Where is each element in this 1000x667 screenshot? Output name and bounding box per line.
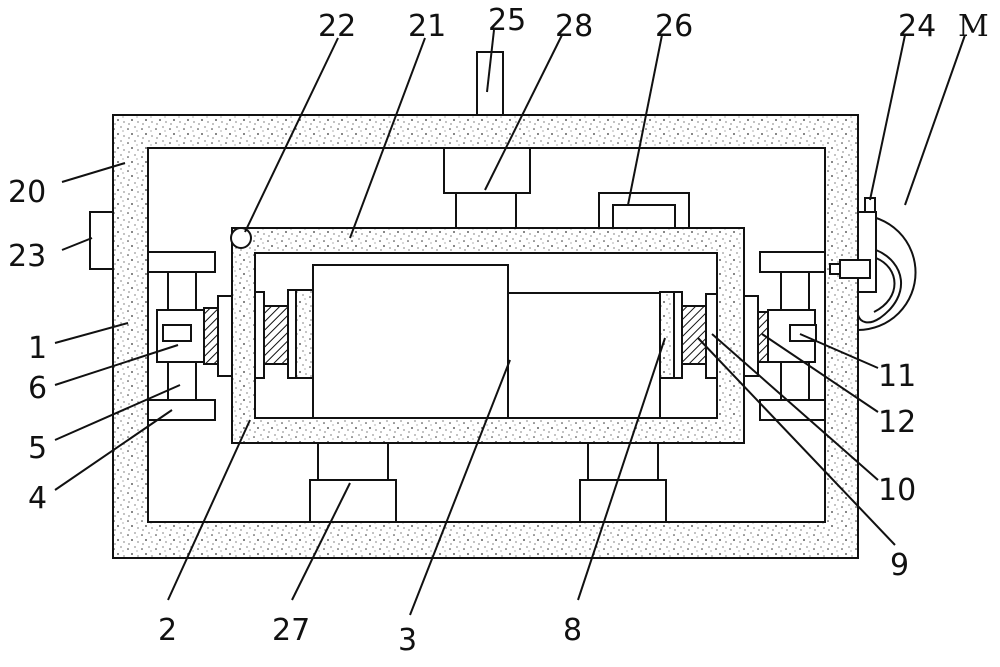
part-labels: 22 21 25 28 26 24 M 20 23 1 6 5 4 2 27 3… [8,3,989,658]
label-5: 5 [28,431,47,466]
label-24: 24 [898,9,936,44]
label-9: 9 [890,548,909,583]
label-21: 21 [408,9,446,44]
left-clamp [203,289,314,379]
label-26: 26 [655,9,693,44]
label-25: 25 [488,3,526,38]
label-22: 22 [318,9,356,44]
label-4: 4 [28,481,47,516]
left-knob [89,211,114,270]
label-23: 23 [8,239,46,274]
left-body [312,264,509,419]
label-20: 20 [8,175,46,210]
label-11: 11 [878,359,916,394]
right-clamp [659,291,771,379]
right-body [507,292,661,419]
hinge-pin [230,227,252,249]
label-6: 6 [28,371,47,406]
label-2: 2 [158,613,177,648]
detail-m [829,197,917,331]
label-12: 12 [878,405,916,440]
label-3: 3 [398,623,417,658]
leader-lines [54,29,966,616]
label-1: 1 [28,331,47,366]
label-27: 27 [272,613,310,648]
label-10: 10 [878,473,916,508]
right-guide [759,251,826,421]
label-m: M [958,9,989,44]
label-8: 8 [563,613,582,648]
sensor-box [598,192,690,229]
bottom-supports [309,442,667,523]
label-28: 28 [555,9,593,44]
